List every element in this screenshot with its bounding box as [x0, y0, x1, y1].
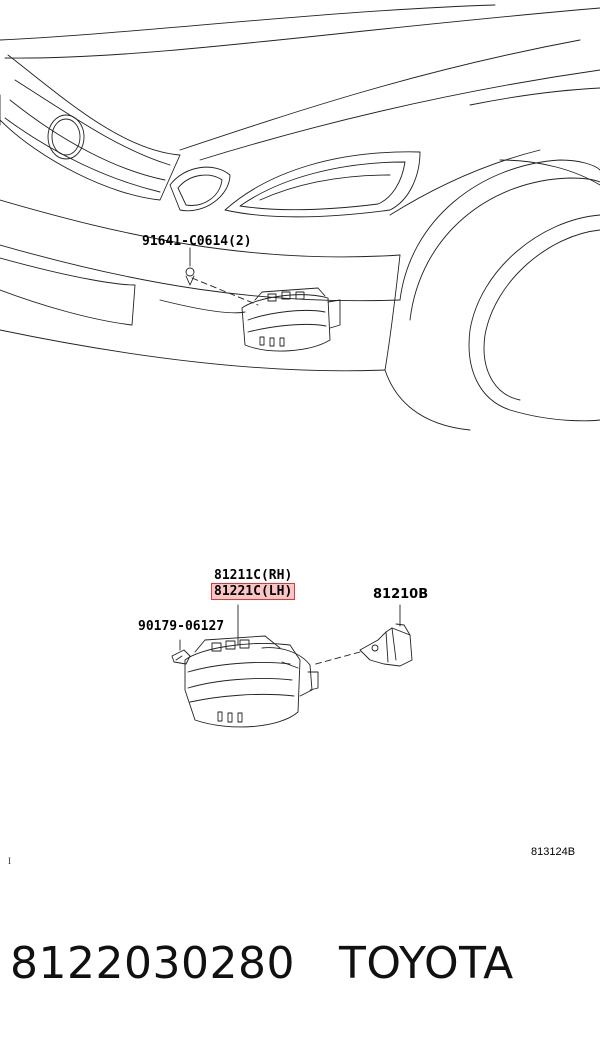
- headlamp-outline: [224, 151, 421, 218]
- callout-lamp-rh[interactable]: 81211C(RH): [214, 568, 293, 583]
- headlamp-inner: [239, 161, 406, 211]
- bolt-installed: [185, 267, 195, 286]
- headlamp-inner: [259, 174, 391, 201]
- hood-line: [469, 87, 600, 106]
- bumper-line: [0, 199, 401, 258]
- callout-bolt[interactable]: 91641-C0614(2): [142, 234, 252, 249]
- clip-part: [171, 649, 191, 665]
- fog-lamp-installed: [241, 287, 341, 352]
- grille-slat: [14, 79, 171, 166]
- wheel-arch: [409, 177, 600, 321]
- bumper-line: [159, 299, 246, 314]
- part-number: 8122030280: [10, 938, 295, 989]
- fender-line: [499, 159, 600, 186]
- grille-outline: [0, 54, 181, 201]
- brand-name: TOYOTA: [338, 938, 514, 989]
- callout-bulb[interactable]: 81210B: [373, 587, 429, 602]
- footer-caption: 8122030280 TOYOTA: [10, 938, 600, 989]
- fender-line: [389, 149, 541, 216]
- grille-slat: [9, 99, 166, 181]
- hood-line: [199, 69, 600, 161]
- wheel: [468, 214, 600, 422]
- parts-diagram: [0, 4, 600, 728]
- leader-line: [191, 277, 259, 306]
- hood-line: [179, 39, 581, 151]
- bulb-part: [359, 623, 413, 667]
- callout-lamp-lh[interactable]: 81221C(LH): [210, 583, 296, 600]
- emblem: [51, 118, 81, 156]
- bumper-line: [384, 254, 401, 371]
- wheel-arch: [399, 159, 600, 301]
- leader-line: [311, 651, 361, 666]
- hood-line: [4, 7, 600, 59]
- fog-lamp-exploded: [184, 635, 319, 728]
- hood-line: [0, 4, 496, 41]
- bumper-line: [0, 244, 401, 302]
- callout-lamp-lh-highlight: 81221C(LH): [210, 583, 296, 600]
- emblem: [47, 114, 85, 160]
- bumper-line: [0, 329, 386, 372]
- figure-reference: 813124B: [531, 846, 576, 858]
- washer-inner: [177, 174, 223, 206]
- grille-slat: [4, 117, 161, 193]
- bumper-line: [0, 257, 136, 326]
- washer-outline: [169, 166, 231, 212]
- corner-mark: I: [8, 856, 11, 866]
- wheel: [483, 229, 600, 401]
- bumper-line: [384, 369, 471, 431]
- callout-clip[interactable]: 90179-06127: [138, 619, 225, 634]
